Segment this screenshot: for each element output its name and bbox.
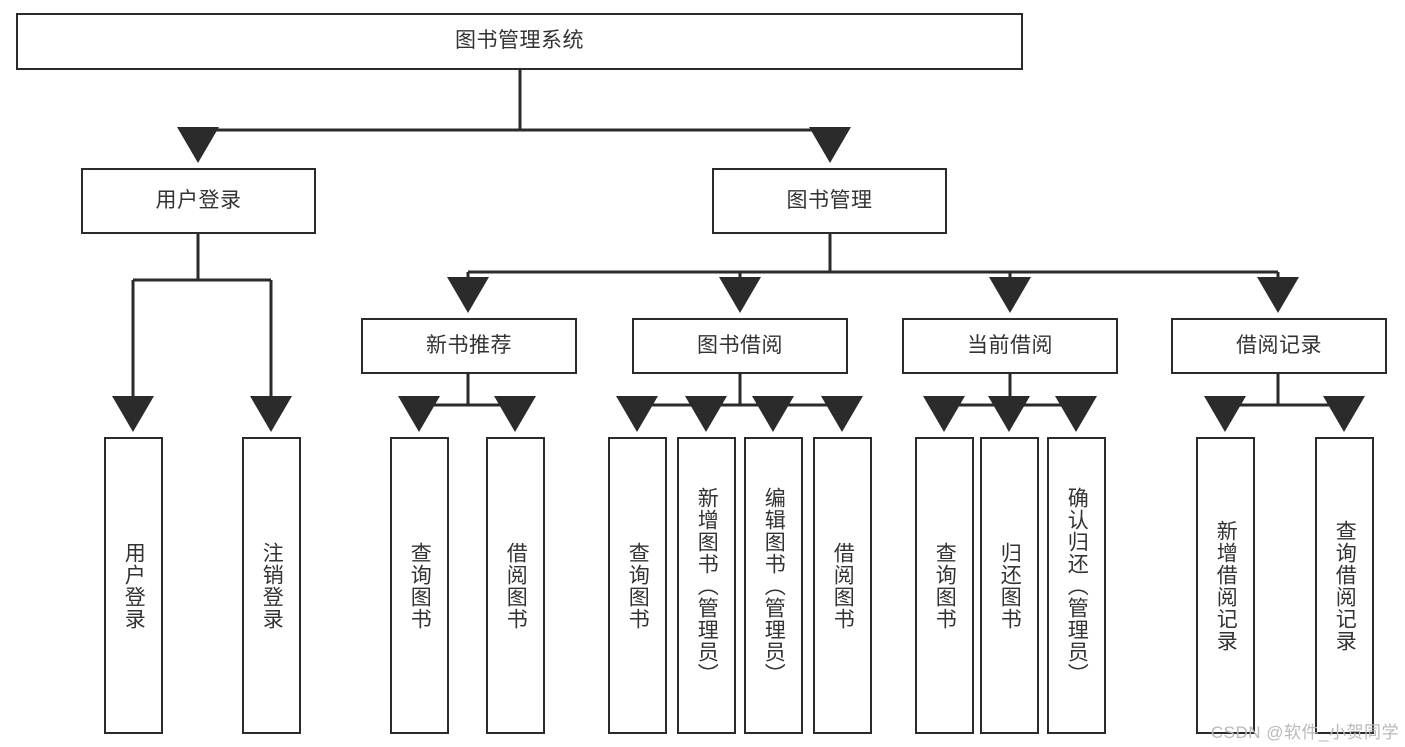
node-leaf-edit-book[interactable]: 编辑图书（管理员） — [744, 437, 803, 734]
node-label: 确认归还（管理员） — [1065, 486, 1089, 685]
node-label: 查询借阅记录 — [1333, 519, 1357, 652]
node-label: 借阅记录 — [1236, 333, 1322, 357]
node-leaf-return-book[interactable]: 归还图书 — [980, 437, 1039, 734]
node-label: 查询图书 — [408, 541, 432, 630]
node-label: 图书借阅 — [697, 333, 783, 357]
node-leaf-logout-login[interactable]: 注销登录 — [242, 437, 301, 734]
node-leaf-query-book-2[interactable]: 查询图书 — [608, 437, 667, 734]
node-label: 查询图书 — [626, 541, 650, 630]
node-borrow-record[interactable]: 借阅记录 — [1171, 318, 1387, 374]
node-leaf-borrow-book-2[interactable]: 借阅图书 — [813, 437, 872, 734]
node-label: 借阅图书 — [831, 541, 855, 630]
node-leaf-query-record[interactable]: 查询借阅记录 — [1315, 437, 1374, 734]
node-label: 新增借阅记录 — [1214, 519, 1238, 652]
node-label: 归还图书 — [998, 541, 1022, 630]
node-leaf-borrow-book-1[interactable]: 借阅图书 — [486, 437, 545, 734]
node-label: 新增图书（管理员） — [695, 486, 719, 685]
node-label: 用户登录 — [122, 541, 146, 630]
node-leaf-add-book[interactable]: 新增图书（管理员） — [677, 437, 736, 734]
node-user-login[interactable]: 用户登录 — [81, 168, 316, 234]
node-label: 图书管理 — [786, 188, 873, 212]
csdn-watermark: CSDN @软件_小贺同学 — [1210, 723, 1399, 742]
node-leaf-query-book-3[interactable]: 查询图书 — [915, 437, 974, 734]
node-leaf-query-book-1[interactable]: 查询图书 — [390, 437, 449, 734]
node-leaf-add-record[interactable]: 新增借阅记录 — [1196, 437, 1255, 734]
node-root-system[interactable]: 图书管理系统 — [16, 13, 1023, 70]
node-label: 注销登录 — [260, 541, 284, 630]
node-label: 编辑图书（管理员） — [762, 486, 786, 685]
node-label: 借阅图书 — [504, 541, 528, 630]
node-leaf-user-login[interactable]: 用户登录 — [104, 437, 163, 734]
node-leaf-confirm-return[interactable]: 确认归还（管理员） — [1047, 437, 1106, 734]
node-label: 用户登录 — [155, 188, 242, 212]
node-label: 新书推荐 — [426, 333, 512, 357]
node-label: 当前借阅 — [967, 333, 1053, 357]
node-current-borrow[interactable]: 当前借阅 — [902, 318, 1118, 374]
node-book-borrow[interactable]: 图书借阅 — [632, 318, 848, 374]
node-label: 图书管理系统 — [455, 29, 584, 53]
node-new-book-recommend[interactable]: 新书推荐 — [361, 318, 577, 374]
node-book-management[interactable]: 图书管理 — [712, 168, 947, 234]
node-label: 查询图书 — [933, 541, 957, 630]
